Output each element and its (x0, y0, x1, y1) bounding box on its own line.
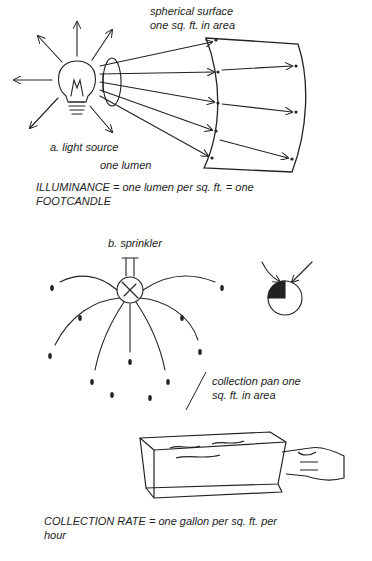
definition-label: ILLUMINANCE = one lumen per sq. ft. = on… (36, 180, 276, 208)
source-label: a. light source (50, 140, 118, 154)
definition-label: COLLECTION RATE = one gallon per sq. ft.… (44, 514, 284, 542)
pan-label: collection pan one sq. ft. in area (212, 374, 307, 402)
lumen-label: one lumen (100, 158, 151, 172)
surface-label: spherical surface one sq. ft. in area (150, 4, 245, 32)
sprinkler-label: b. sprinkler (108, 236, 162, 250)
